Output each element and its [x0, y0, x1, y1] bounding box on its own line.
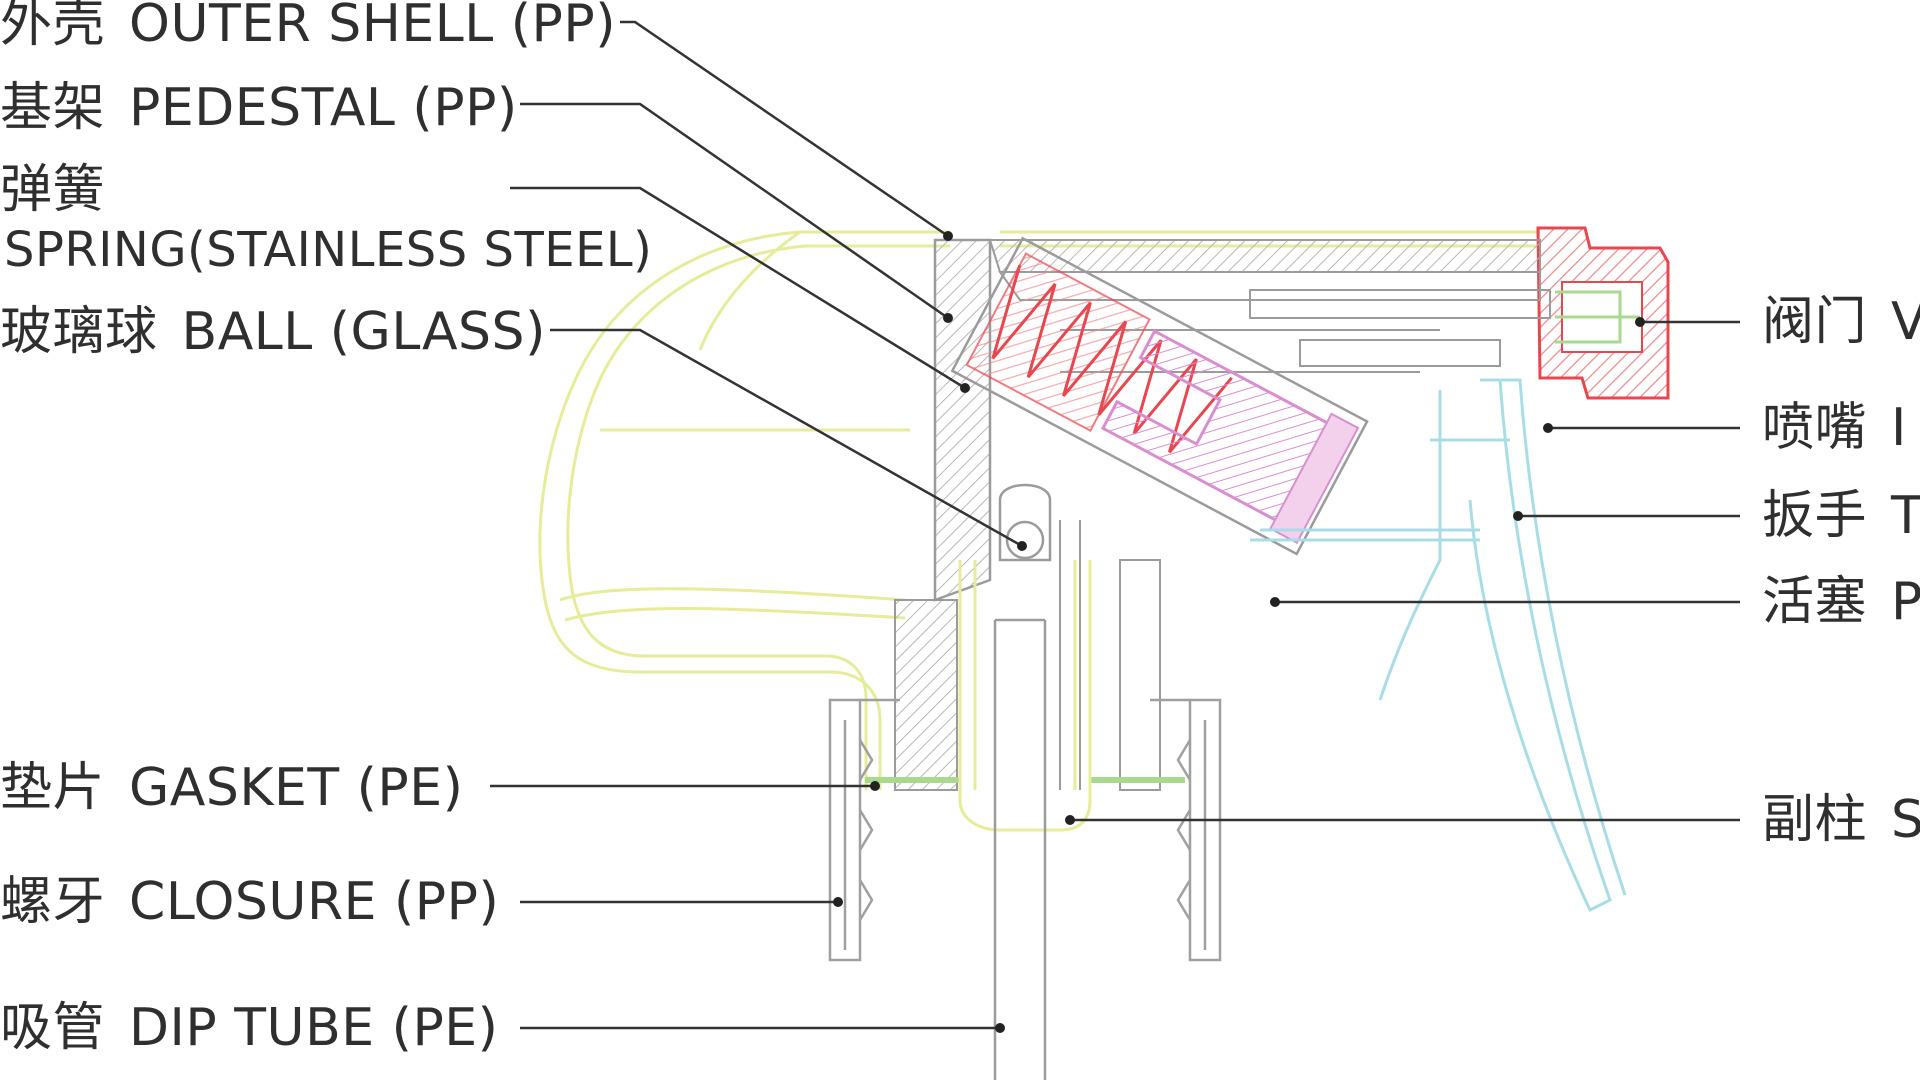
label-gasket-en: GASKET (PE): [129, 758, 464, 818]
label-closure-en: CLOSURE (PP): [129, 872, 500, 932]
label-valve: 阀门 V: [1762, 292, 1920, 352]
label-piston-en: P: [1891, 572, 1920, 632]
label-trigger-en: T: [1891, 486, 1920, 546]
label-valve-en: V: [1891, 292, 1920, 352]
label-ball: 玻璃球 BALL (GLASS): [0, 302, 546, 362]
label-sub-column-en: S: [1891, 790, 1920, 850]
piston-part: [1100, 329, 1360, 545]
label-pedestal-zh: 基架: [0, 78, 106, 138]
label-closure-zh: 螺牙: [0, 872, 106, 932]
label-spring-en: SPRING(STAINLESS STEEL): [4, 222, 653, 278]
label-nozzle-en: I: [1891, 398, 1907, 458]
label-ball-zh: 玻璃球: [0, 302, 158, 362]
label-outer-shell-zh: 外壳: [0, 0, 106, 54]
label-closure: 螺牙 CLOSURE (PP): [0, 872, 499, 932]
label-piston: 活塞 P: [1762, 572, 1920, 632]
trigger-part: [1250, 378, 1627, 913]
piston-chamber: [950, 236, 1369, 556]
closure-part: [828, 698, 1222, 962]
label-ball-en: BALL (GLASS): [181, 302, 546, 362]
label-gasket-zh: 垫片: [0, 758, 106, 818]
label-dip-tube-zh: 吸管: [0, 998, 106, 1058]
label-nozzle: 喷嘴 I: [1762, 398, 1907, 458]
nozzle-part: [1536, 226, 1670, 400]
label-dip-tube-en: DIP TUBE (PE): [129, 998, 499, 1058]
label-nozzle-zh: 喷嘴: [1762, 398, 1868, 458]
label-outer-shell: 外壳 OUTER SHELL (PP): [0, 0, 616, 54]
label-trigger-zh: 扳手: [1762, 486, 1868, 546]
label-valve-zh: 阀门: [1762, 292, 1868, 352]
label-dip-tube: 吸管 DIP TUBE (PE): [0, 998, 498, 1058]
leader-lines: [490, 20, 1740, 1030]
label-pedestal-en: PEDESTAL (PP): [129, 78, 518, 138]
sub-column-part: [958, 560, 1092, 832]
label-piston-zh: 活塞: [1762, 572, 1868, 632]
label-gasket: 垫片 GASKET (PE): [0, 758, 463, 818]
label-pedestal: 基架 PEDESTAL (PP): [0, 78, 518, 138]
glass-ball: [1005, 520, 1045, 560]
pedestal-part: [894, 238, 1551, 791]
label-spring-zh: 弹簧: [0, 160, 106, 220]
label-sub-column-zh: 副柱: [1762, 790, 1868, 850]
leader-dots: [833, 231, 1645, 1033]
label-sub-column: 副柱 S: [1762, 790, 1920, 850]
label-trigger: 扳手 T: [1762, 486, 1920, 546]
dip-tube-part: [993, 618, 1047, 1080]
valve-part: [1555, 290, 1640, 344]
label-outer-shell-en: OUTER SHELL (PP): [129, 0, 617, 54]
